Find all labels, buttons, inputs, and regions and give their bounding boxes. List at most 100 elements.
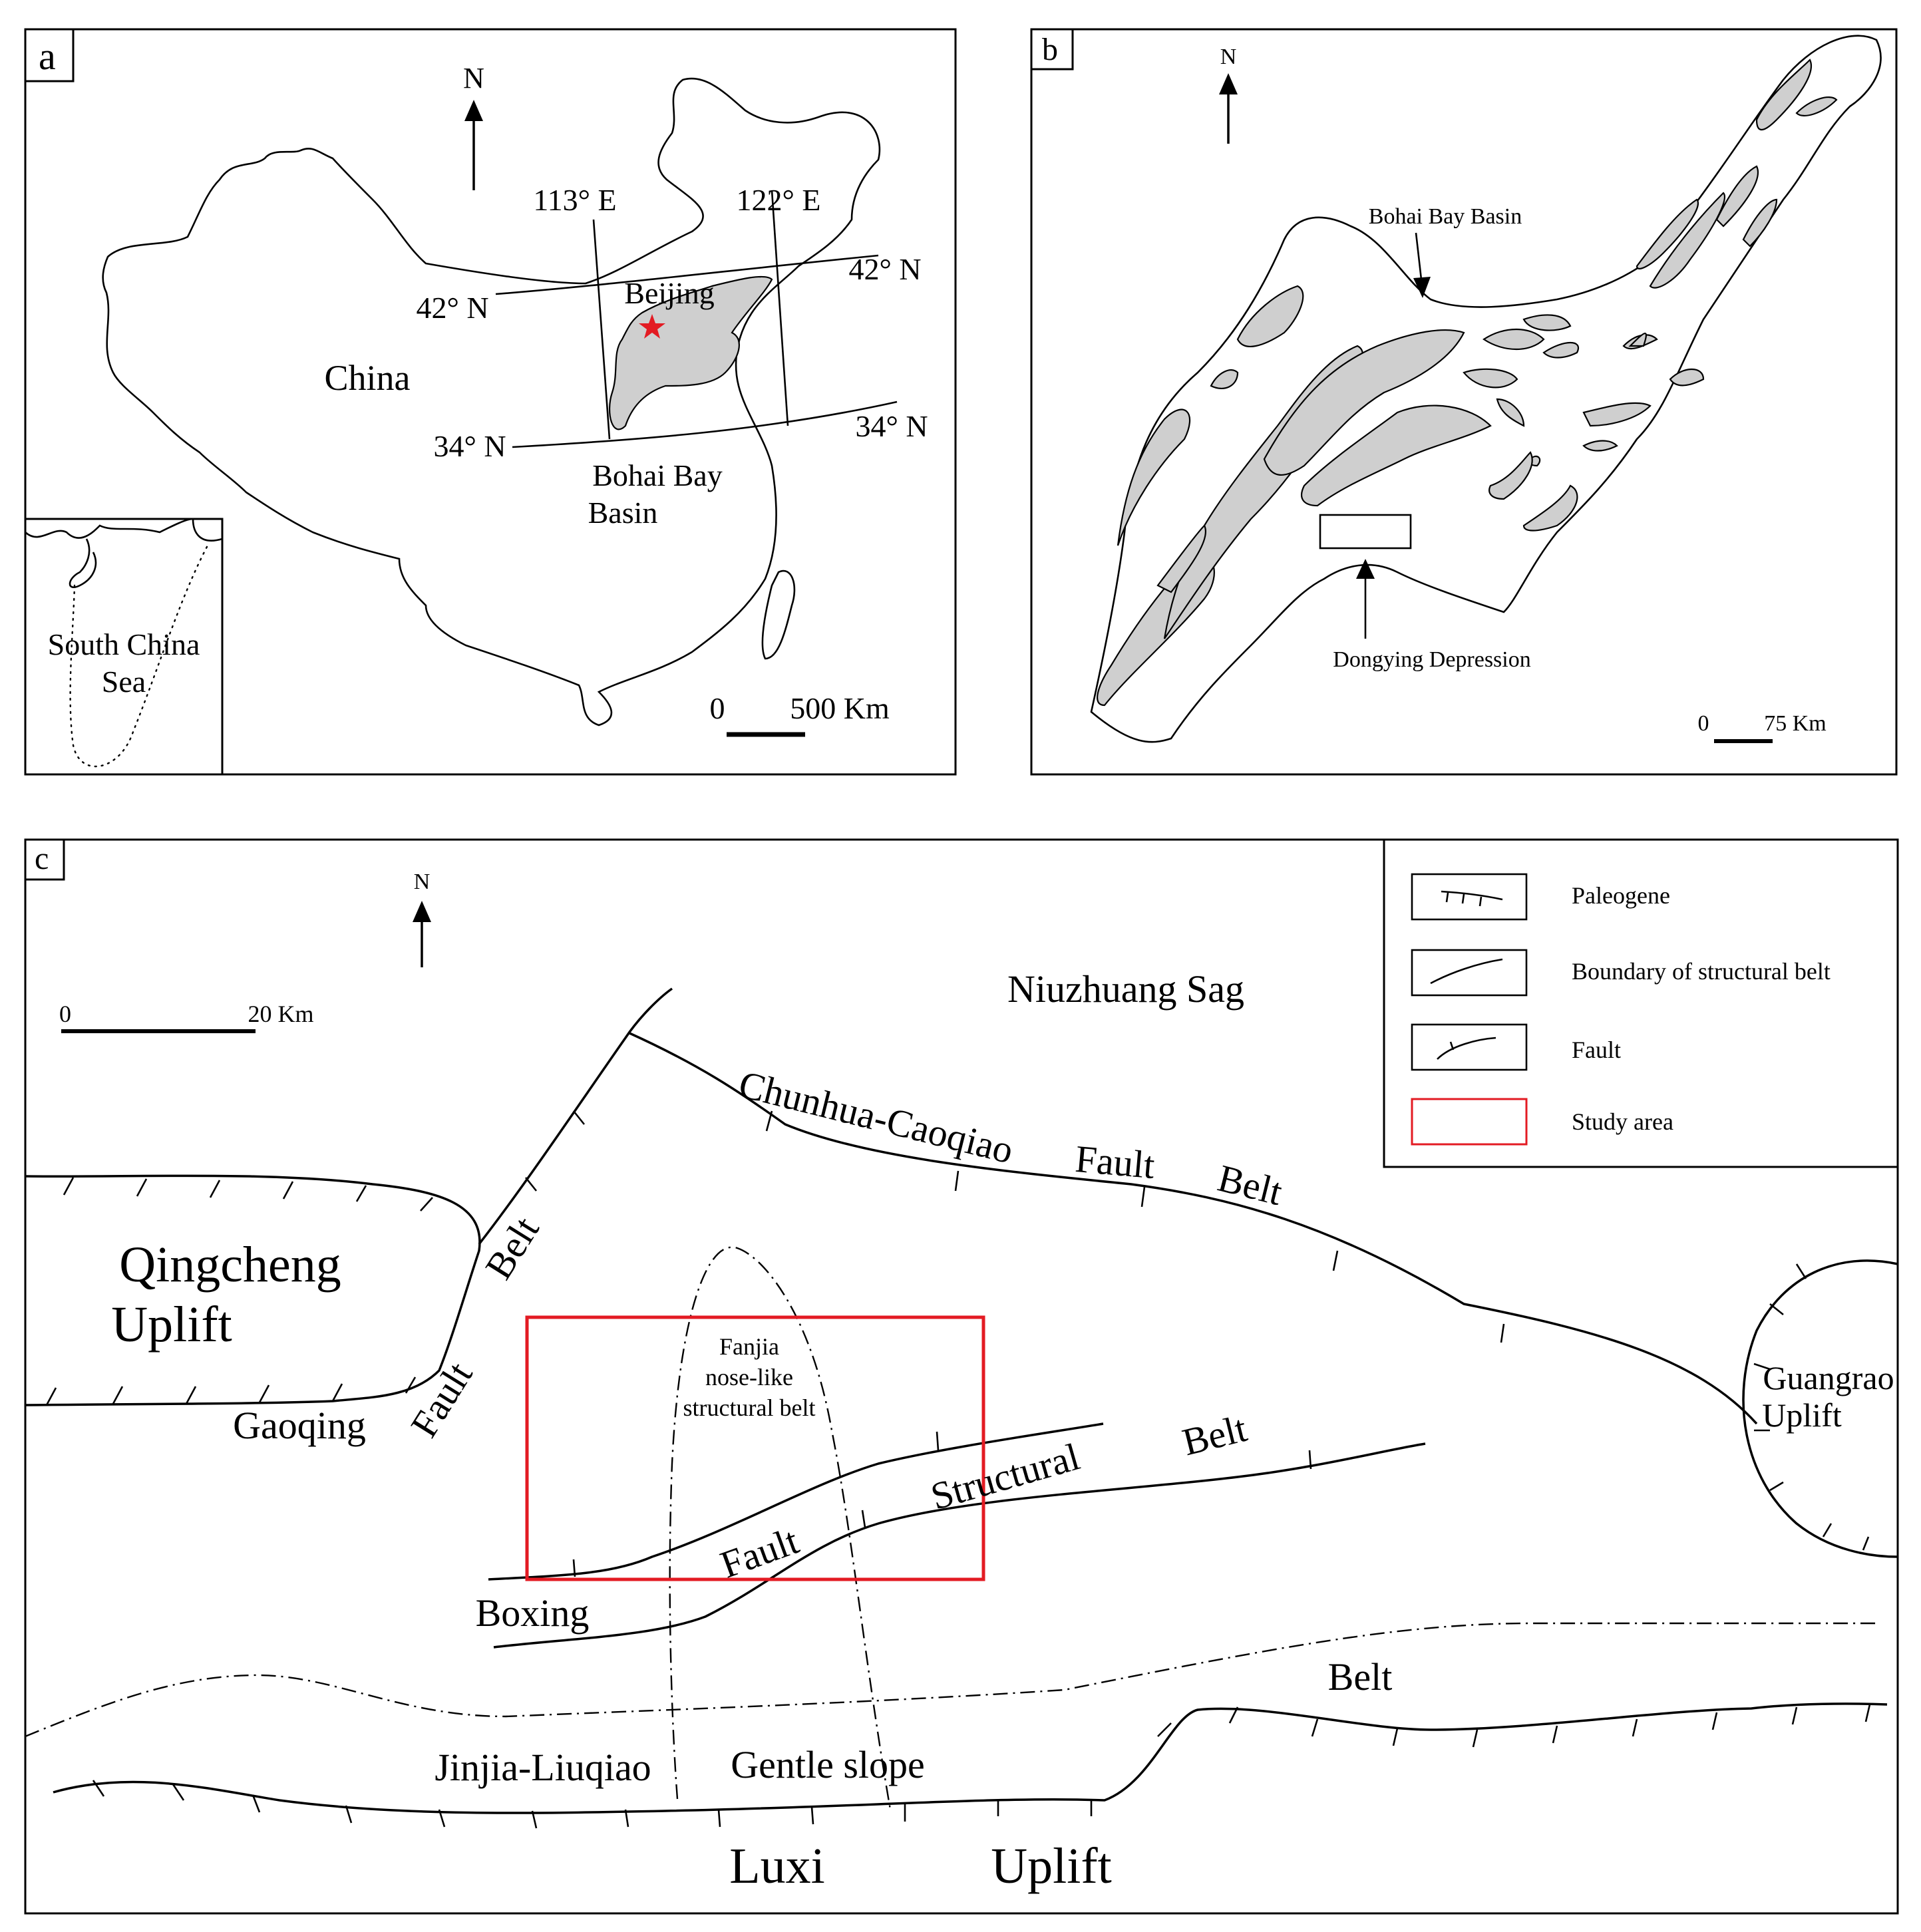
depression (1522, 314, 1572, 331)
panel-c: c N 0 20 Km (24, 838, 1899, 1915)
panel-c-north-label: N (414, 870, 431, 894)
depressions (1097, 59, 1838, 707)
gaoqing-label-1: Gaoqing (233, 1404, 366, 1447)
depression (1636, 198, 1699, 269)
lon-113-label: 113° E (533, 183, 616, 217)
legend-paleogene-label: Paleogene (1572, 882, 1670, 909)
panel-a-frame (24, 28, 957, 776)
qingcheng-label-2: Uplift (111, 1297, 232, 1353)
boxing-label-4: Belt (1178, 1406, 1252, 1464)
depression (1582, 440, 1618, 452)
depression (1496, 398, 1525, 427)
panel-c-scale-zero: 0 (59, 1001, 71, 1027)
depression (1236, 285, 1304, 347)
panel-b-label-box (1030, 28, 1074, 71)
legend-boundary-symbol (1430, 958, 1503, 985)
parallel-42 (495, 254, 879, 295)
bohai-bay-basin-label: Bohai Bay Basin (1369, 204, 1522, 229)
jinjia-label-3: Belt (1328, 1655, 1393, 1698)
niuzhuang-sag-label: Niuzhuang Sag (1007, 967, 1244, 1011)
depression (1210, 369, 1239, 389)
gaoqing-fault (478, 987, 673, 1245)
luxi-boundary (53, 1702, 1888, 1814)
depression (1156, 524, 1206, 593)
boxing-label-3: Structural (926, 1434, 1085, 1518)
depression (1483, 329, 1545, 350)
boxing-label-1: Boxing (476, 1591, 590, 1635)
boxing-fault-ticks (572, 1431, 1312, 1577)
depression (1715, 165, 1759, 228)
panel-b-north-label: N (1220, 45, 1237, 69)
bohai-arrow-shaft (1415, 232, 1423, 280)
guangrao-label-1: Guangrao (1763, 1359, 1894, 1396)
lat-42-left-label: 42° N (416, 291, 488, 325)
beijing-star (639, 314, 665, 339)
gaoqing-label-2: Fault (402, 1355, 480, 1445)
depression (1795, 96, 1838, 116)
bohai-basin-fill (608, 275, 773, 430)
basin-label-line1: Bohai Bay (592, 458, 722, 492)
lat-34-left-label: 34° N (433, 429, 506, 463)
fanjia-label-3: structural belt (683, 1394, 816, 1421)
legend-study-label: Study area (1572, 1108, 1673, 1135)
inset-coast (25, 518, 223, 588)
belt-boundary-dashdot (25, 1622, 1876, 1738)
beijing-label: Beijing (624, 276, 714, 310)
depression (1263, 329, 1465, 476)
hachure (45, 1177, 433, 1406)
panel-a-north-arrow-icon (464, 100, 483, 121)
luxi-hachures (92, 1704, 1871, 1829)
panel-a-north-label: N (463, 62, 484, 94)
panel-b-scale-zero: 0 (1698, 711, 1709, 736)
legend-swatch-study (1411, 1098, 1528, 1146)
meridian-113 (592, 219, 611, 440)
jinjia-label-2: Gentle slope (731, 1743, 925, 1786)
boxing-fault-north (488, 1422, 1104, 1581)
inset-frame (24, 518, 224, 776)
depression (1742, 198, 1778, 247)
legend-fault-label: Fault (1572, 1037, 1621, 1063)
boxing-fault-south (493, 1442, 1426, 1649)
depression (1301, 404, 1492, 507)
depression (1649, 192, 1725, 289)
legend-swatch-fault (1411, 1023, 1528, 1071)
panel-b-scale-value: 75 Km (1764, 711, 1827, 736)
depression (1755, 59, 1812, 131)
panel-c-frame (24, 838, 1899, 1915)
bohai-arrow-icon (1413, 277, 1431, 298)
inset-dotted-boundary (69, 544, 209, 768)
legend-boundary-label: Boundary of structural belt (1572, 958, 1831, 985)
qingcheng-hachures (45, 1177, 433, 1406)
lon-122-label: 122° E (737, 183, 821, 217)
basin-label-line2: Basin (588, 496, 658, 530)
china-label: China (325, 358, 411, 398)
dongying-arrow-icon (1356, 559, 1375, 579)
chunhua-fault (627, 1031, 1758, 1425)
lat-34-right-label: 34° N (855, 409, 928, 443)
panel-b: b N (1030, 28, 1898, 776)
luxi-label-2: Uplift (991, 1838, 1112, 1894)
gaoqing-fault-ticks (524, 1110, 586, 1192)
qingcheng-label-1: Qingcheng (119, 1237, 341, 1293)
legend-fault-symbol (1437, 1037, 1496, 1060)
luxi-label-1: Luxi (729, 1838, 825, 1894)
study-area-rect (525, 1315, 985, 1581)
dongying-rect (1319, 514, 1412, 550)
panel-a: a N 113° E 122° E 42° N 42° N 34° N 34° … (24, 28, 957, 776)
inset-label-line2: Sea (102, 665, 146, 699)
chunhua-label-3: Belt (1214, 1156, 1287, 1213)
panel-b-north-arrow-icon (1219, 73, 1238, 94)
guangrao-hachures (1753, 1263, 1870, 1551)
panel-b-frame (1030, 28, 1898, 776)
parallel-34 (512, 401, 898, 448)
depression (1463, 368, 1518, 389)
depression (1117, 408, 1191, 546)
depression (1542, 341, 1579, 359)
guangrao-boundary (1742, 1259, 1898, 1558)
depression (1488, 451, 1533, 500)
chunhua-label-1: Chunhua-Caoqiao (735, 1062, 1017, 1172)
chunhua-fault-ticks (765, 1110, 1505, 1343)
depression (1582, 402, 1652, 427)
depression (1522, 484, 1578, 532)
